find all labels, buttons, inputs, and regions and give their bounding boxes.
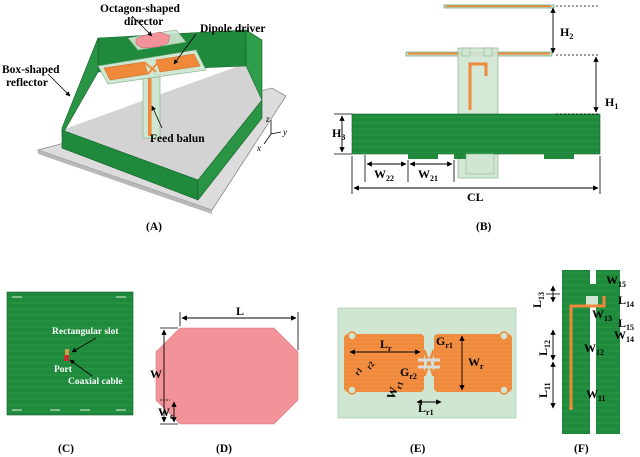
driver-label: Dipole driver — [200, 23, 265, 35]
caption-b: (B) — [476, 221, 492, 233]
w22-label: W22 — [374, 167, 394, 183]
panel-a: Octagon-shaped director Dipole driver Bo… — [2, 3, 287, 233]
l15-label: L15 — [618, 316, 634, 332]
reflector-side — [351, 113, 601, 155]
h2-label: H2 — [560, 25, 573, 41]
panel-c: Rectangular slot Port Coaxial cable (C) — [6, 291, 134, 455]
reflector-label: Box-shaped — [2, 64, 60, 76]
w13-label: W13 — [592, 307, 612, 323]
port-label: Port — [54, 365, 73, 375]
reflector-floor — [62, 64, 262, 180]
port — [64, 355, 69, 361]
l-label: L — [236, 304, 244, 318]
cl-label: CL — [467, 190, 484, 204]
slot-label: Rectangular slot — [52, 327, 119, 337]
cable-label: Coaxial cable — [68, 377, 123, 387]
rectangular-slot — [65, 349, 69, 356]
dipole-arm-left-top — [344, 334, 424, 392]
w-label: W — [150, 367, 162, 381]
caption-e: (E) — [410, 443, 426, 455]
octagon-patch — [155, 327, 299, 425]
caption-c: (C) — [58, 443, 74, 455]
feed-line — [569, 296, 606, 408]
dipole-arm-right-top — [434, 334, 512, 392]
caption-f: (F) — [574, 443, 589, 455]
w14-label: W14 — [614, 328, 634, 344]
panel-b: H2 H1 H3 W22 W21 CL (B) — [332, 4, 618, 233]
axis-y-label: y — [282, 127, 287, 137]
gr1-label: Gr1 — [436, 334, 453, 350]
panel-f: L13 L12 L11 W15 L14 W13 L15 W14 W12 W11 … — [530, 270, 634, 455]
caption-a: (A) — [146, 221, 162, 233]
caption-d: (D) — [216, 443, 232, 455]
panel-e: Lr Gr1 Gr2 Wr r1 r2 Wr1 Lr1 (E) — [337, 307, 517, 455]
axis-x-label: x — [256, 143, 261, 153]
reflector-top-view — [6, 291, 134, 416]
r2-label: r2 — [365, 360, 377, 372]
w21-label: W21 — [418, 167, 438, 183]
l12-label: L12 — [536, 340, 552, 356]
h1-label: H1 — [605, 95, 618, 111]
wc-label: Wc — [158, 405, 174, 421]
w11-label: W11 — [586, 387, 606, 403]
l11-label: L11 — [536, 382, 552, 398]
reflector-label-line2: reflector — [6, 77, 48, 89]
reflector-wall-right — [197, 99, 263, 201]
axis-z-label: z — [265, 114, 270, 124]
w12-label: W12 — [584, 341, 604, 357]
panel-d: L W Wc (D) — [150, 304, 299, 455]
axis-triad: z y x — [256, 114, 287, 153]
director-label-line2: director — [124, 16, 163, 28]
wr1-label: Wr1 — [384, 378, 406, 402]
lr-label: Lr — [380, 337, 392, 353]
l14-label: L14 — [618, 293, 634, 309]
h3-label: H3 — [332, 126, 345, 142]
lr1-label: Lr1 — [418, 401, 434, 417]
l13-label: L13 — [530, 292, 546, 308]
gr2-label: Gr2 — [400, 365, 417, 381]
wr-label: Wr — [468, 355, 484, 371]
octagon-director — [135, 31, 171, 49]
r1-label: r1 — [353, 366, 365, 378]
w15-label: W15 — [606, 273, 626, 289]
director-label: Octagon-shaped — [100, 3, 180, 15]
balun-label: Feed balun — [150, 133, 205, 145]
